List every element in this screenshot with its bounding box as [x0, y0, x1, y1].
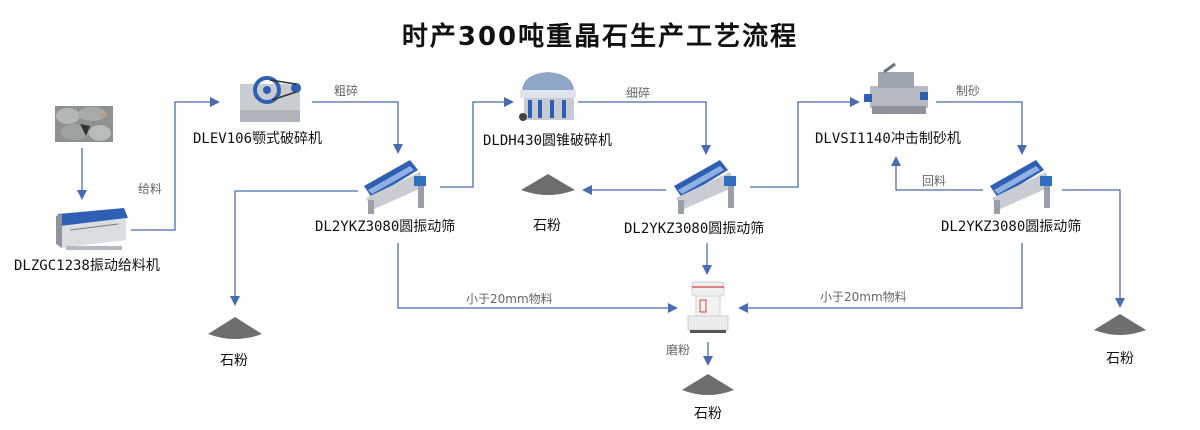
- screen-1-label: DL2YKZ3080圆振动筛: [315, 219, 456, 235]
- feeder-label: DLZGC1238振动给料机: [14, 258, 160, 274]
- arrow-screen3-to-powder4: [1062, 189, 1125, 308]
- arrow-jaw-to-screen1: [312, 101, 403, 154]
- cone-crusher-label: DLDH430圆锥破碎机: [483, 133, 613, 149]
- flow-label-sand: 制砂: [956, 84, 981, 98]
- arrow-cone-to-screen2: [578, 101, 711, 155]
- powder-4-label: 石粉: [1106, 351, 1134, 367]
- jaw-crusher-label: DLEV106颚式破碎机: [193, 131, 323, 147]
- flow-label-grind: 磨粉: [666, 343, 691, 357]
- cone-crusher-image: [519, 72, 576, 121]
- arrow-feeder-to-jaw: [131, 97, 220, 231]
- grinding-mill-image: [687, 281, 729, 333]
- flow-label-coarse: 粗碎: [334, 84, 359, 98]
- arrow-screen1-to-cone: [440, 97, 514, 188]
- screen-3-label: DL2YKZ3080圆振动筛: [941, 219, 1082, 235]
- powder-pile-1-icon: [208, 317, 262, 339]
- flow-label-feed: 给料: [138, 182, 163, 196]
- arrow-screen3-return: [891, 156, 983, 191]
- vibrating-screen-2-image: [674, 160, 736, 214]
- vibrating-screen-1-image: [364, 160, 426, 214]
- sand-maker-image: [864, 62, 928, 114]
- powder-pile-2-icon: [521, 174, 575, 195]
- powder-pile-3-icon: [682, 374, 734, 395]
- vibrating-feeder-image: [56, 208, 128, 250]
- powder-3-label: 石粉: [694, 406, 722, 422]
- arrow-screen1-to-mill: [397, 243, 678, 313]
- arrow-screen3-to-mill: [738, 243, 1023, 313]
- powder-1-label: 石粉: [220, 353, 248, 369]
- arrow-screen1-to-powder1: [230, 190, 358, 306]
- jaw-crusher-image: [240, 76, 301, 122]
- flow-label-under20-left: 小于20mm物料: [466, 292, 553, 306]
- flow-label-return: 回料: [922, 174, 947, 188]
- sand-maker-label: DLVSI1140冲击制砂机: [815, 131, 961, 147]
- arrow-screen2-to-sandmaker: [750, 97, 860, 188]
- vibrating-screen-3-image: [990, 160, 1052, 214]
- powder-pile-4-icon: [1094, 314, 1146, 335]
- flow-label-fine: 细碎: [626, 86, 651, 100]
- powder-2-label: 石粉: [533, 218, 561, 234]
- screen-2-label: DL2YKZ3080圆振动筛: [624, 221, 765, 237]
- raw-rock-image: [55, 106, 113, 142]
- flow-label-under20-right: 小于20mm物料: [820, 290, 907, 304]
- diagram-title: 时产300吨重晶石生产工艺流程: [401, 22, 799, 52]
- arrow-sandmaker-to-screen3: [936, 101, 1027, 155]
